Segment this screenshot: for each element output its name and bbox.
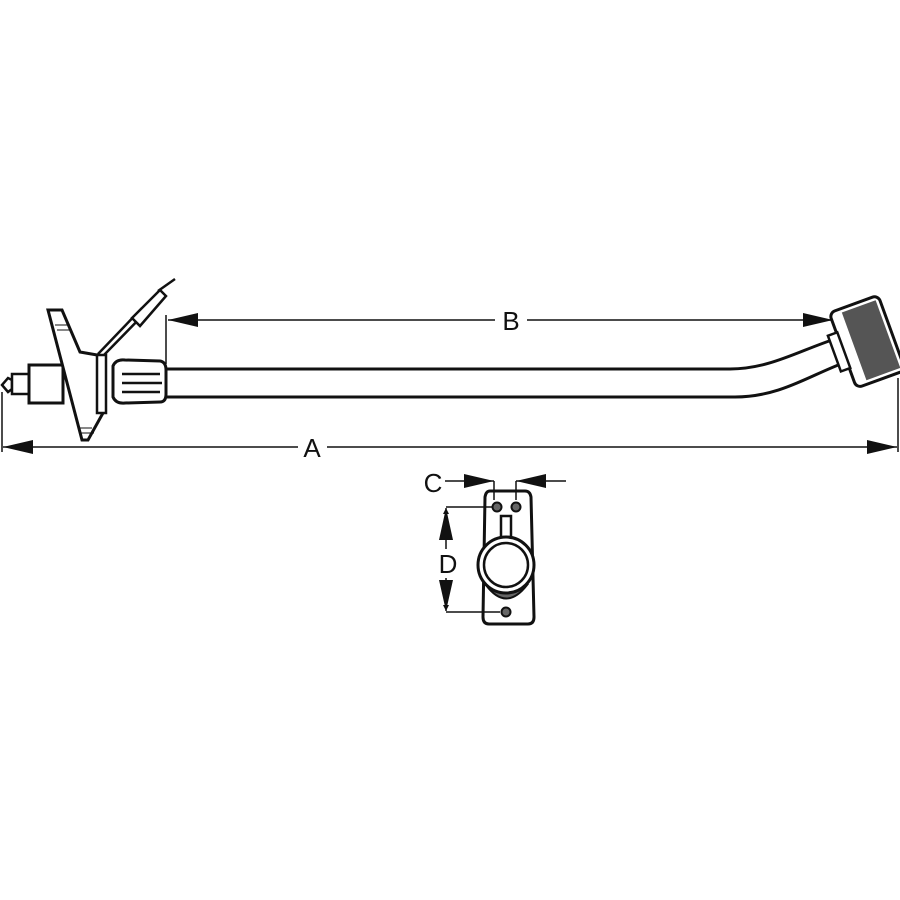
dimension-d: D	[439, 506, 500, 613]
dimension-b: B	[165, 306, 833, 364]
mount-assembly	[0, 277, 176, 442]
label-a: A	[303, 433, 321, 463]
label-c: C	[424, 468, 443, 498]
knob	[826, 295, 900, 388]
tube	[165, 336, 847, 399]
label-b: B	[502, 306, 519, 336]
dimension-c: C	[424, 468, 566, 500]
bracket	[476, 489, 536, 626]
label-d: D	[439, 549, 458, 579]
dimension-a: A	[1, 378, 899, 463]
